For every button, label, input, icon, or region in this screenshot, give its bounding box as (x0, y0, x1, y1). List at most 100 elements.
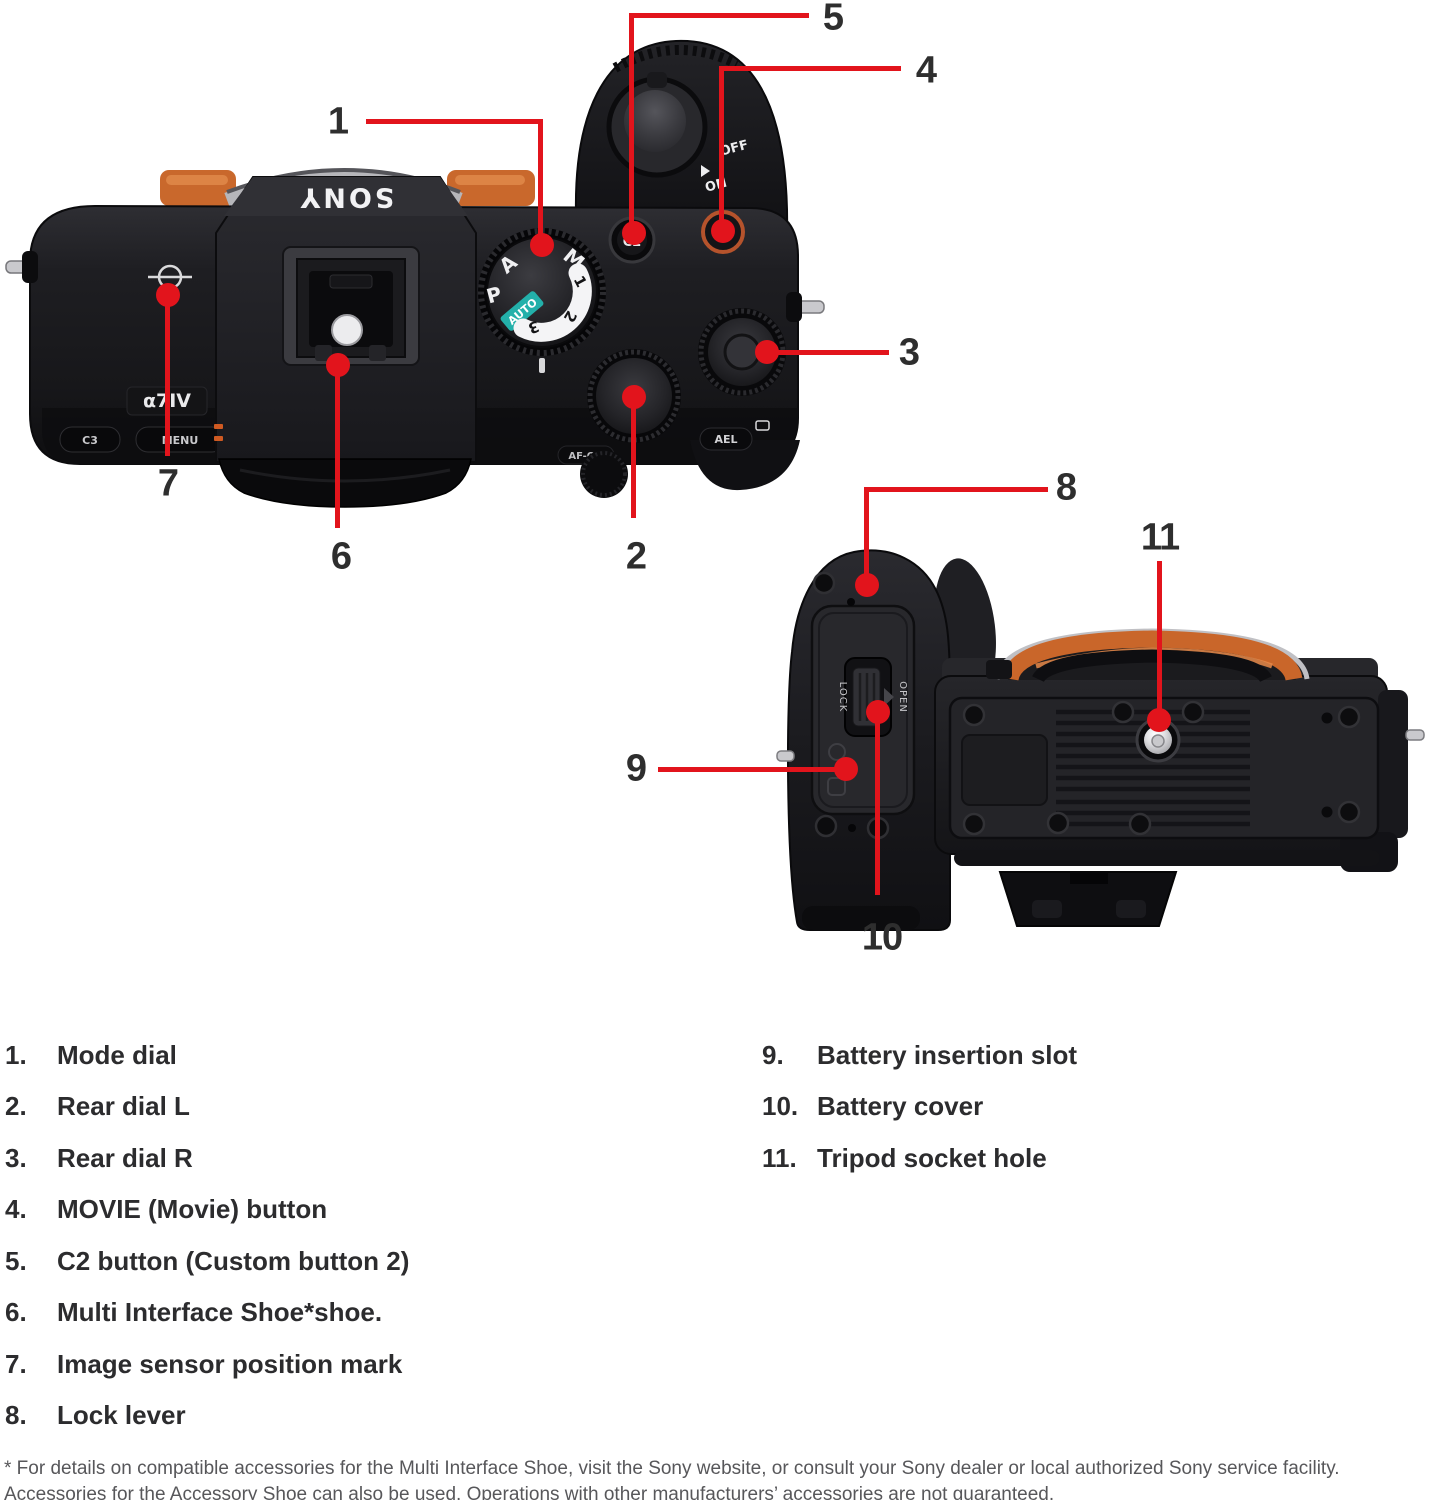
thumb-rest-bulge (690, 440, 800, 491)
callout-line-2 (631, 399, 636, 518)
legend-label: Image sensor position mark (57, 1349, 403, 1379)
c3-button-label: C3 (82, 434, 98, 447)
legend-number: 1. (5, 1040, 27, 1070)
baseplate-screws (962, 700, 1361, 836)
footnote-line-2: Accessories for the Accessory Shoe can a… (4, 1483, 1055, 1500)
baseplate (948, 696, 1380, 840)
power-off-label: OFF (718, 138, 750, 160)
legend-number: 7. (5, 1349, 27, 1379)
callout-number-3: 3 (898, 331, 920, 374)
legend-item-11: 11.Tripod socket hole (762, 1143, 1047, 1174)
legend-number: 8. (5, 1400, 27, 1430)
ael-button-label: AEL (714, 433, 737, 446)
callout-dot-5 (622, 221, 646, 245)
c3-button: C3 (59, 426, 121, 453)
mode-dial-p: P (484, 282, 504, 309)
orange-index-mark (214, 436, 223, 441)
legend-item-7: 7. Image sensor position mark (5, 1349, 402, 1380)
callout-number-9: 9 (625, 747, 647, 790)
multi-interface-shoe (282, 246, 420, 366)
menu-button-label: MENU (162, 434, 199, 447)
callout-line-3 (770, 350, 889, 355)
callout-line-6 (335, 367, 340, 528)
callout-line-7 (165, 297, 170, 456)
legend-item-6: 6. Multi Interface Shoe*shoe. (5, 1297, 382, 1328)
callout-dot-3 (755, 340, 779, 364)
af-on-button-label: AF-ON (568, 451, 603, 462)
legend-number: 11. (762, 1143, 797, 1173)
viewfinder-eyecup (218, 458, 472, 508)
orange-index-mark (214, 424, 223, 429)
legend-number: 9. (762, 1040, 784, 1070)
callout-number-7: 7 (157, 462, 179, 505)
callout-line-11 (1157, 561, 1162, 721)
camera-bottom-view-illustration: LOCK OPEN (776, 549, 1425, 931)
ael-button: AEL (699, 427, 753, 451)
callout-line-9 (658, 767, 845, 772)
legend-number: 3. (5, 1143, 27, 1173)
legend-item-9: 9. Battery insertion slot (762, 1040, 1077, 1071)
callout-number-6: 6 (330, 535, 352, 578)
rear-dial-r (698, 308, 786, 396)
legend-item-3: 3. Rear dial R (5, 1143, 193, 1174)
latch-open-label: OPEN (897, 681, 908, 713)
legend-number: 2. (5, 1091, 27, 1121)
footnote: * For details on compatible accessories … (4, 1456, 1424, 1500)
callout-dot-8 (855, 573, 879, 597)
callout-line-1 (366, 119, 543, 124)
footnote-line-1: * For details on compatible accessories … (4, 1458, 1340, 1479)
callout-number-1: 1 (327, 100, 349, 143)
legend-label: Multi Interface Shoe*shoe. (57, 1297, 383, 1327)
legend-label: Battery insertion slot (817, 1040, 1078, 1070)
callout-number-11: 11 (1140, 516, 1180, 559)
front-dial-edge (580, 450, 628, 498)
mode-dial: A P M AUTO 1 2 3 (478, 228, 606, 373)
legend-number: 4. (5, 1194, 27, 1224)
callout-number-8: 8 (1055, 466, 1077, 509)
legend-number: 5. (5, 1246, 27, 1276)
strap-lug-right (786, 292, 825, 322)
callout-line-5 (629, 13, 634, 234)
callout-number-2: 2 (625, 535, 647, 578)
legend-number: 6. (5, 1297, 27, 1327)
power-switch: OFF ON (701, 138, 750, 196)
callout-dot-11 (1147, 708, 1171, 732)
menu-button: MENU (135, 426, 225, 453)
strap-lug-left (5, 251, 38, 283)
callout-line-8 (864, 487, 1048, 492)
legend-item-4: 4. MOVIE (Movie) button (5, 1194, 327, 1225)
strap-lug-right (1405, 729, 1425, 741)
callout-line-8 (864, 487, 869, 587)
lens-mount-bottom (986, 628, 1310, 683)
legend-label: Battery cover (817, 1091, 984, 1121)
callout-dot-1 (530, 233, 554, 257)
legend-item-8: 8. Lock lever (5, 1400, 186, 1431)
sony-logo: SONY (298, 182, 395, 213)
camera-top-view-illustration: C3 MENU α7IV SONY (5, 39, 825, 508)
callout-line-1 (538, 119, 543, 247)
legend-item-1: 1. Mode dial (5, 1040, 177, 1071)
legend-number: 10. (762, 1091, 799, 1121)
callout-dot-4 (711, 219, 735, 243)
callout-number-4: 4 (915, 49, 937, 92)
latch-lock-label: LOCK (837, 682, 848, 713)
legend-item-2: 2.Rear dial L (5, 1091, 190, 1122)
battery-z-mark-icon (827, 777, 846, 796)
legend-label: MOVIE (Movie) button (57, 1194, 328, 1224)
callout-number-5: 5 (822, 0, 844, 39)
power-arrow-icon (701, 165, 710, 177)
bottom-connector-plate (998, 871, 1178, 927)
legend-label: Rear dial R (57, 1143, 193, 1173)
legend-item-5: 5. C2 button (Custom button 2) (5, 1246, 409, 1277)
callout-number-10: 10 (861, 916, 903, 959)
legend-label: Mode dial (57, 1040, 177, 1070)
legend-label: Lock lever (57, 1400, 186, 1430)
card-slot-mark-icon (755, 420, 770, 431)
callout-line-10 (875, 714, 880, 895)
latch-arrow-icon (884, 688, 894, 706)
callout-line-4 (719, 66, 901, 71)
strap-lug-left (776, 750, 795, 762)
legend-label: C2 button (Custom button 2) (57, 1246, 410, 1276)
callout-dot-9 (834, 757, 858, 781)
